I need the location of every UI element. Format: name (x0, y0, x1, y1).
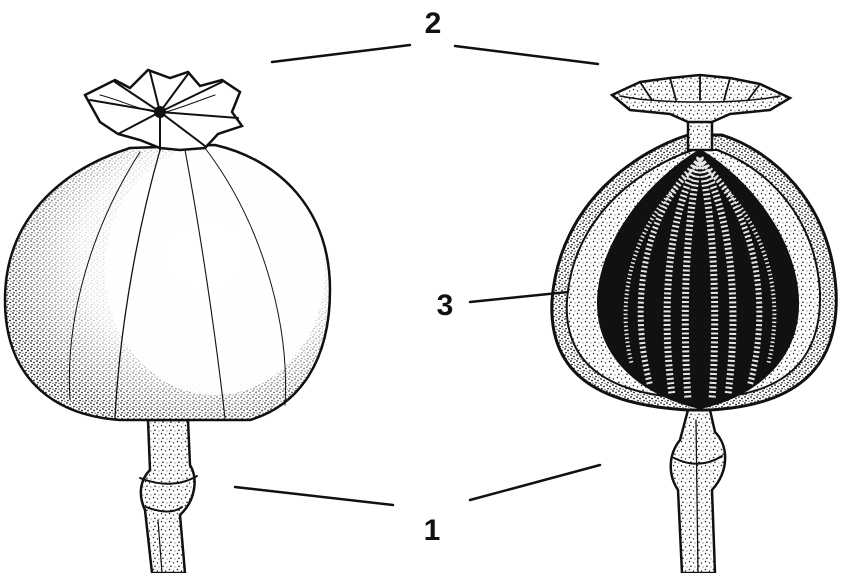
label-2: 2 (425, 7, 442, 40)
whole-capsule (5, 70, 330, 573)
left-capsule-body (5, 145, 330, 420)
right-stalk (671, 410, 725, 573)
right-stigmatic-disc (612, 75, 790, 150)
left-stigmatic-disc (85, 70, 242, 150)
label-1: 1 (424, 514, 441, 547)
label-3: 3 (437, 289, 454, 322)
sectioned-capsule (552, 75, 836, 573)
left-stalk (140, 420, 197, 573)
